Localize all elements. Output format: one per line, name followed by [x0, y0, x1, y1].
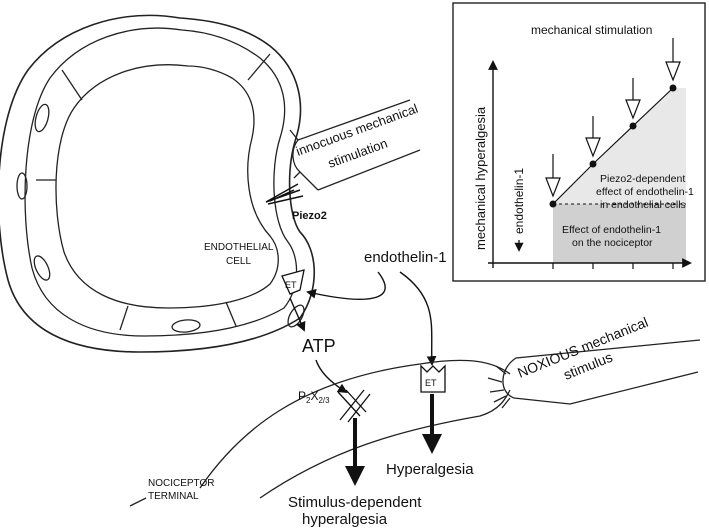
inset-y-axis-label: mechanical hyperalgesia [473, 106, 488, 250]
inset-piezo-label-3: in endothelial cells [600, 199, 686, 211]
nociceptor-terminal [129, 359, 511, 507]
inset-endothelin-label: endothelin-1 [512, 168, 526, 234]
et-receptor-endothelial-icon [281, 269, 305, 295]
piezo2-channel-icon [265, 183, 304, 205]
inset-piezo-label-2: effect of endothelin-1 [596, 186, 694, 198]
inset-panel [452, 2, 706, 282]
endothelial-cell-label-2: CELL [226, 256, 251, 267]
endothelial-cell [0, 14, 316, 353]
inset-noci-label-1: Effect of endothelin-1 [562, 224, 661, 236]
nuclei [16, 103, 305, 333]
endothelin-to-nociceptor-arrow [399, 271, 437, 366]
et-to-atp-arrow [289, 297, 306, 332]
et-receptor-nociceptor-label: ET [425, 378, 437, 388]
cell-inner-membrane [24, 27, 298, 337]
stimulus-dependent-label-2: hyperalgesia [302, 511, 388, 528]
stimulus-dependent-label-1: Stimulus-dependent [288, 494, 422, 511]
p2x-label: P2X2/3 [298, 389, 330, 405]
hyperalgesia-label: Hyperalgesia [386, 461, 474, 478]
inset-title: mechanical stimulation [531, 23, 652, 37]
stimulation-arrow-icons [545, 38, 681, 198]
endothelin-1-label: endothelin-1 [364, 249, 447, 266]
noxious-stimulus-probe [487, 339, 701, 409]
p2x-receptor-icon [337, 389, 371, 423]
endothelial-cell-label-1: ENDOTHELIAL [204, 242, 274, 253]
nociceptor-effect-area [553, 204, 686, 263]
lumen-wall [55, 64, 279, 309]
inset-piezo-label-1: Piezo2-dependent [600, 173, 685, 185]
piezo-effect-area [553, 88, 686, 204]
atp-to-p2x-arrow [315, 359, 348, 394]
et-receptor-endothelial-label: ET [285, 280, 297, 290]
nociceptor-terminal-label-1: NOCICEPTOR [148, 478, 215, 489]
atp-label: ATP [302, 336, 336, 356]
endothelin-to-endothelial-arrow [306, 271, 386, 300]
inset-response-line [552, 87, 674, 205]
inset-noci-label-2: on the nociceptor [572, 237, 653, 249]
cell-outer-membrane [0, 14, 316, 353]
piezo2-label: Piezo2 [292, 210, 327, 222]
innocuous-stimulus-probe [289, 99, 421, 191]
nociceptor-terminal-label-2: TERMINAL [148, 491, 199, 502]
et-receptor-nociceptor-icon [420, 364, 446, 393]
